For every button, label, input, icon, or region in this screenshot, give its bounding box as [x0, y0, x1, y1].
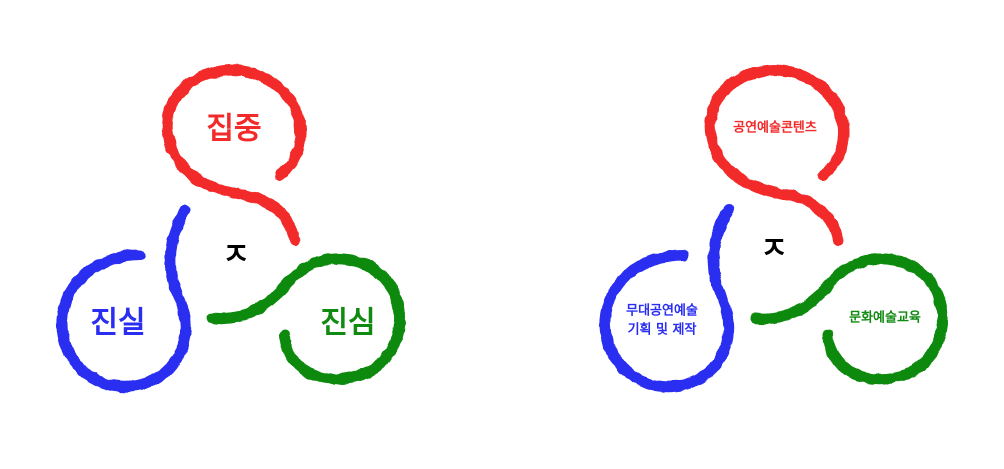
right-green-spiral: [749, 253, 948, 385]
left-triskelion: [56, 64, 405, 393]
left-label-right: 진심: [320, 306, 375, 341]
right-center-mark: ㅈ: [760, 232, 788, 267]
left-green-spiral: [206, 253, 405, 385]
right-red-spiral: [704, 64, 850, 246]
right-label-left-line1: 무대공연예술: [626, 303, 698, 319]
right-label-right: 문화예술교육: [849, 310, 921, 326]
left-red-spiral: [161, 64, 307, 246]
right-label-left-line2: 기획 및 제작: [628, 322, 697, 338]
left-center-mark: ㅈ: [222, 238, 250, 273]
left-label-top: 집중: [206, 112, 261, 147]
left-label-left: 진실: [90, 306, 145, 341]
right-blue-spiral: [599, 204, 735, 393]
left-blue-spiral: [56, 204, 192, 393]
right-triskelion: [599, 64, 948, 393]
right-label-top: 공연예술콘텐츠: [733, 120, 817, 136]
